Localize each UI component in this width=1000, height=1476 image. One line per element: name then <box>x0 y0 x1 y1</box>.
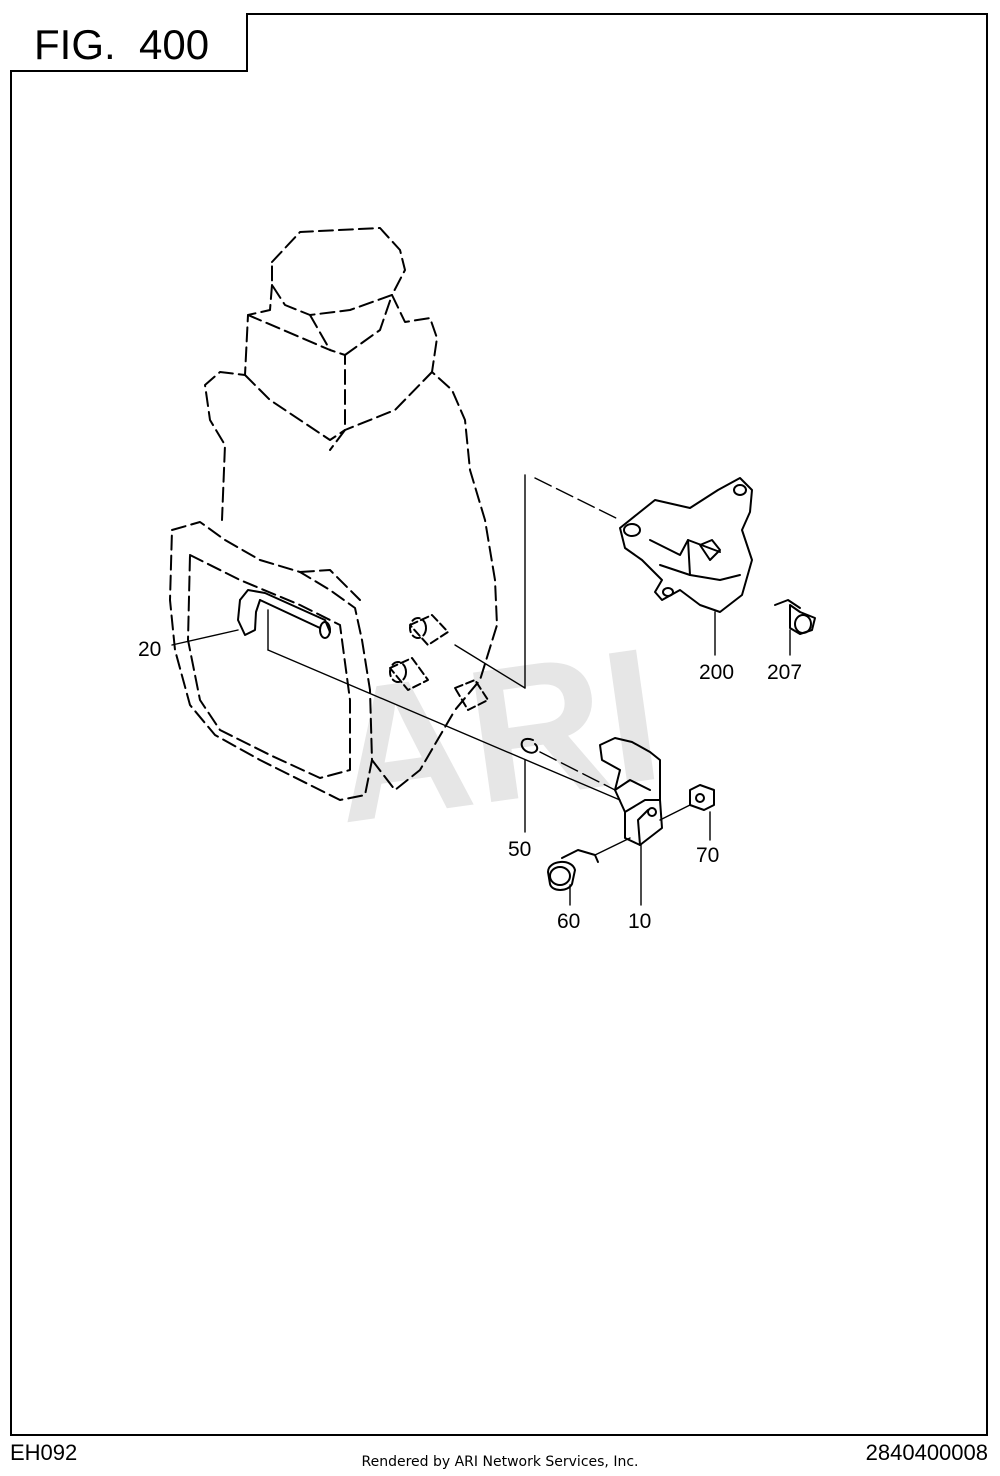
engine-outline <box>169 227 498 801</box>
rendered-by-credit: Rendered by ARI Network Services, Inc. <box>361 1454 639 1470</box>
callout-207: 207 <box>767 661 802 684</box>
drawing-frame <box>10 13 988 1436</box>
leader-lines <box>171 474 791 906</box>
callout-200: 200 <box>699 661 734 684</box>
figure-title-box <box>10 13 248 72</box>
bushing-sleeves <box>389 614 489 711</box>
part-60-knob <box>547 849 599 891</box>
part-10-lever <box>599 737 663 846</box>
callout-60: 60 <box>557 910 580 933</box>
model-code: EH092 <box>10 1440 78 1465</box>
figure-title: FIG. 400 <box>34 21 210 68</box>
part-70-nut <box>689 784 715 811</box>
callout-labels: 20 200 207 50 70 60 10 <box>138 638 802 933</box>
part-50-clip <box>520 737 539 754</box>
callout-50: 50 <box>508 838 531 861</box>
part-20-rod <box>237 589 331 639</box>
callout-10: 10 <box>628 910 651 933</box>
part-number: 2840400008 <box>865 1440 988 1465</box>
part-200-bracket <box>619 477 753 613</box>
callout-70: 70 <box>696 844 719 867</box>
callout-20: 20 <box>138 638 161 661</box>
part-207-bolt <box>774 599 816 635</box>
watermark: ARI <box>319 608 673 863</box>
